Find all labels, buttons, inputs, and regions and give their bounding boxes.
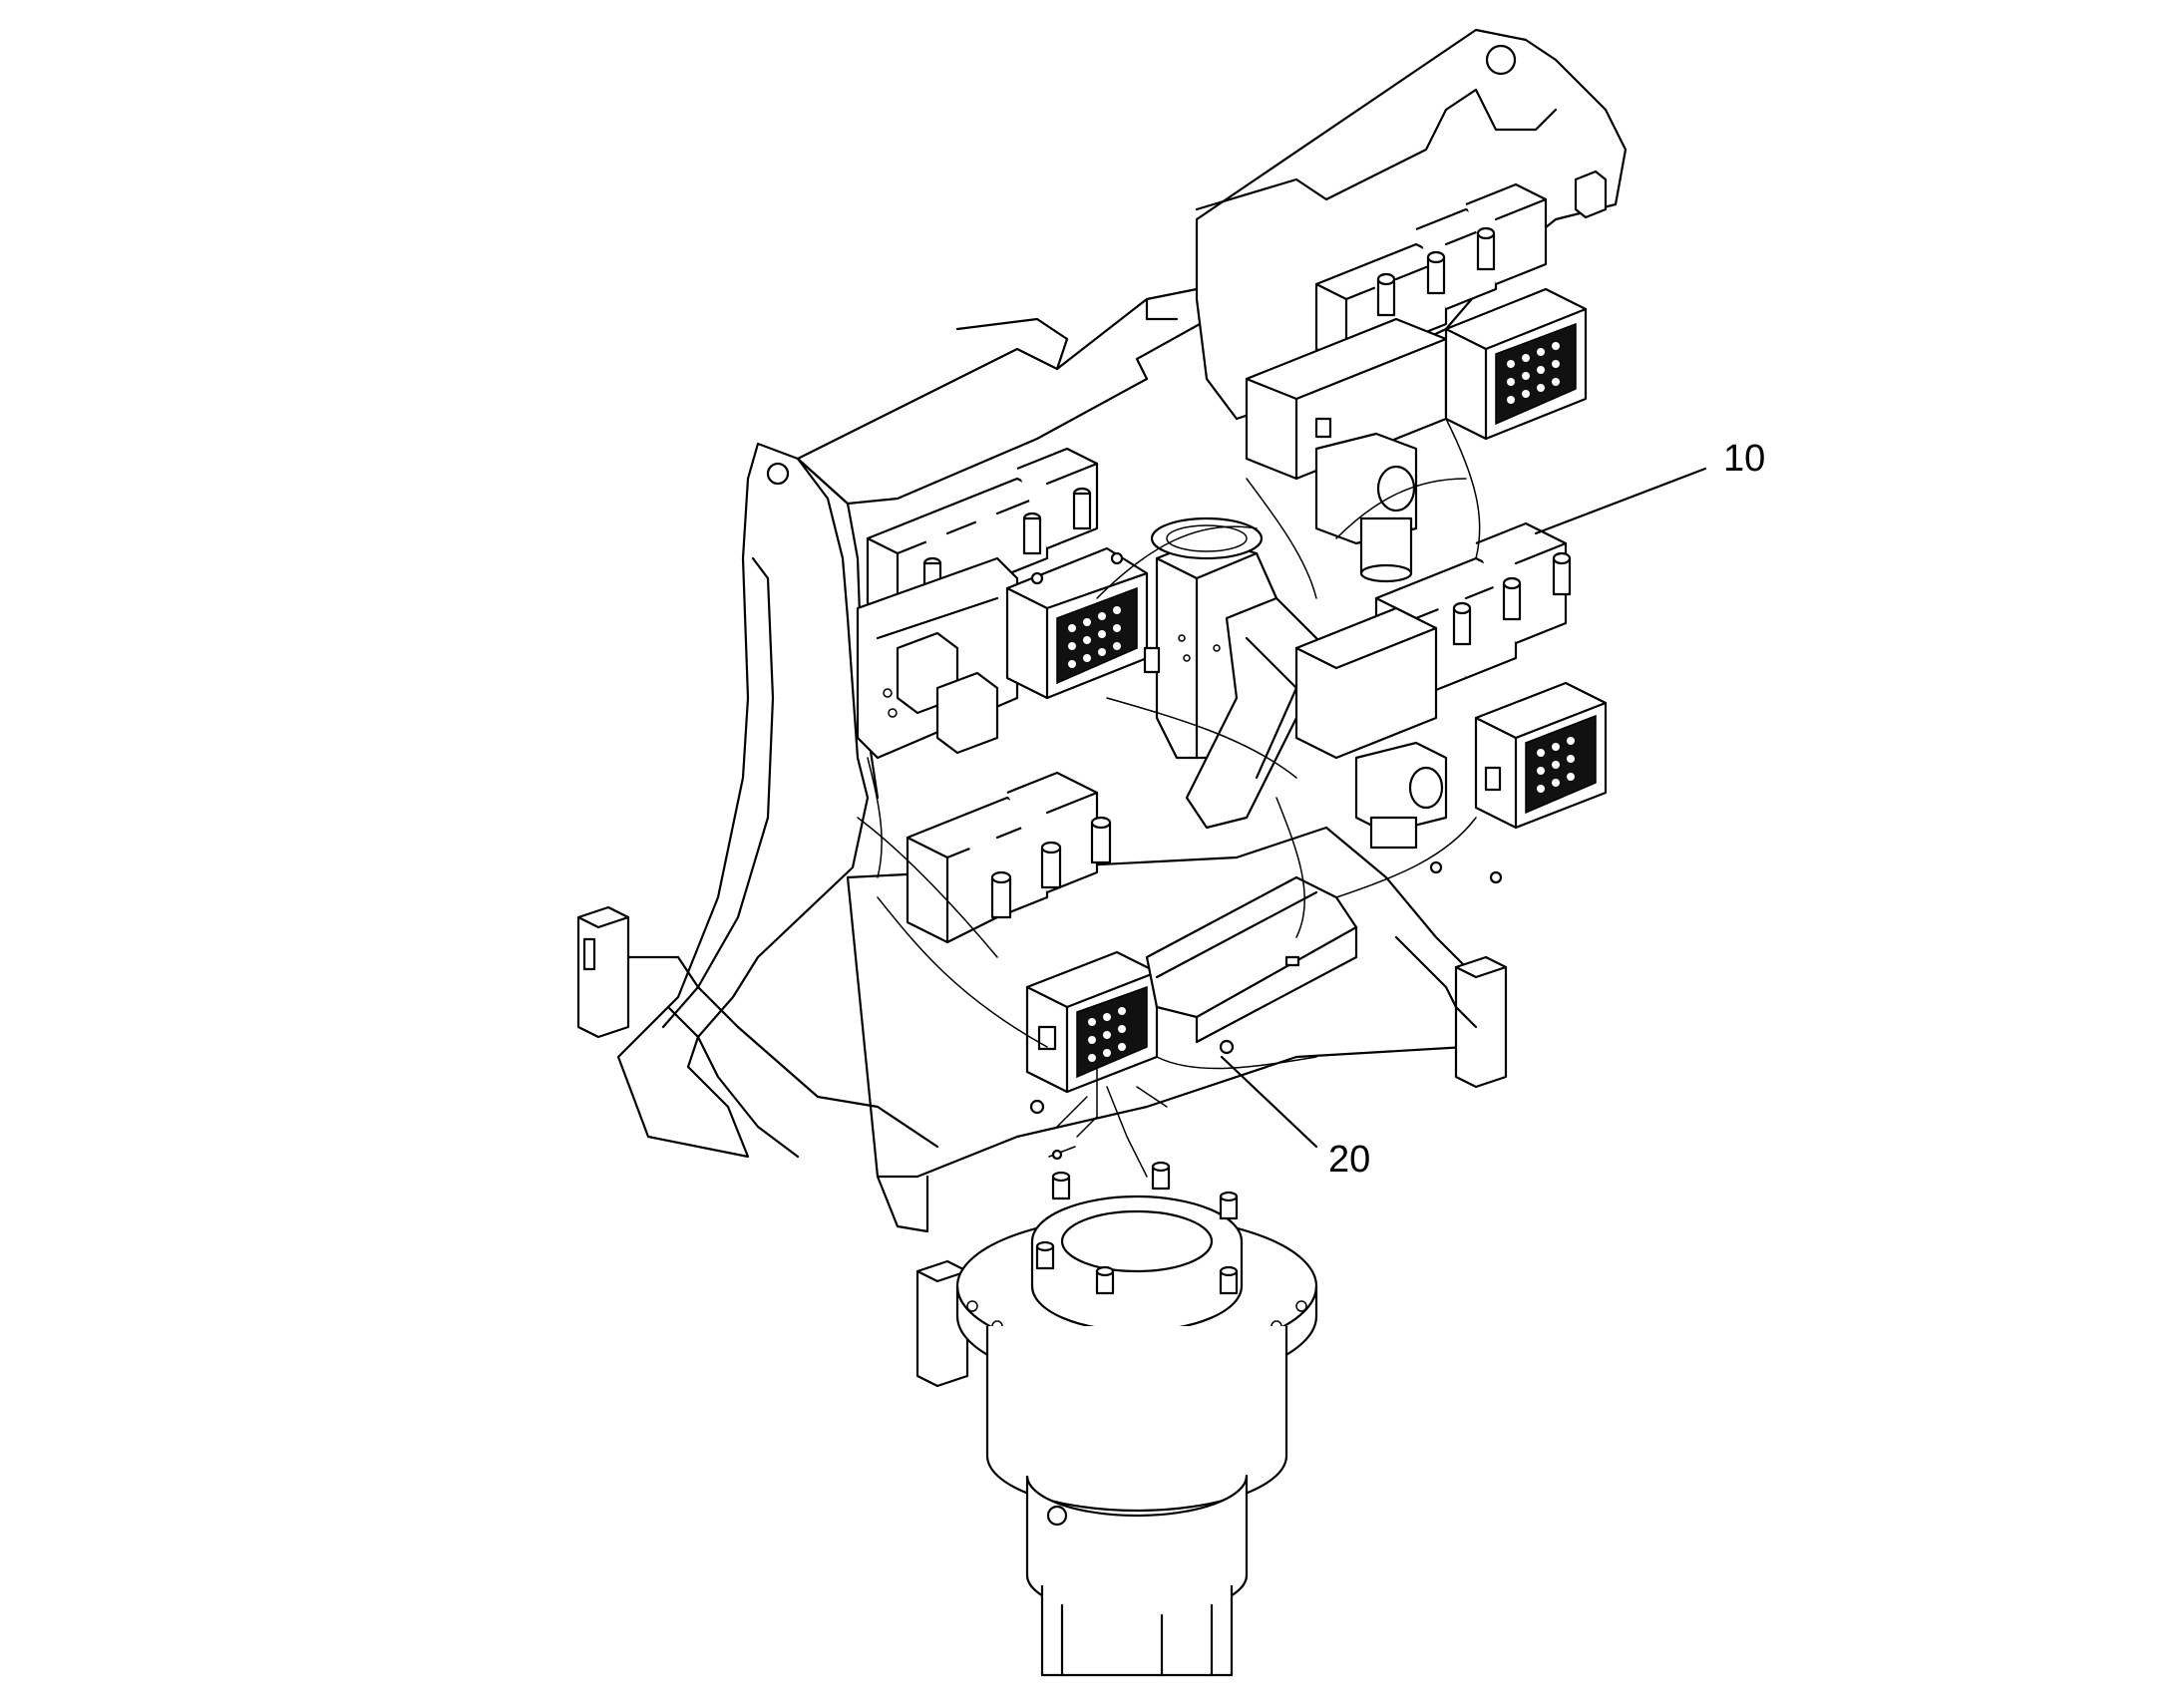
connector-plate-icon (1444, 287, 1588, 441)
rotary-joint-icon (955, 1161, 1318, 1677)
callout-20: 20 (1220, 1055, 1370, 1181)
connector-plate-icon (1474, 681, 1608, 830)
wiring (857, 418, 1503, 1178)
connector-plate-icon (1005, 546, 1149, 700)
callout-10-label: 10 (1723, 438, 1765, 480)
callout-20-label: 20 (1328, 1139, 1370, 1181)
hydraulic-valve-block-icon (1245, 170, 1608, 850)
hydraulic-valve-block-icon (856, 447, 1159, 1094)
callout-10: 10 (1534, 438, 1765, 535)
